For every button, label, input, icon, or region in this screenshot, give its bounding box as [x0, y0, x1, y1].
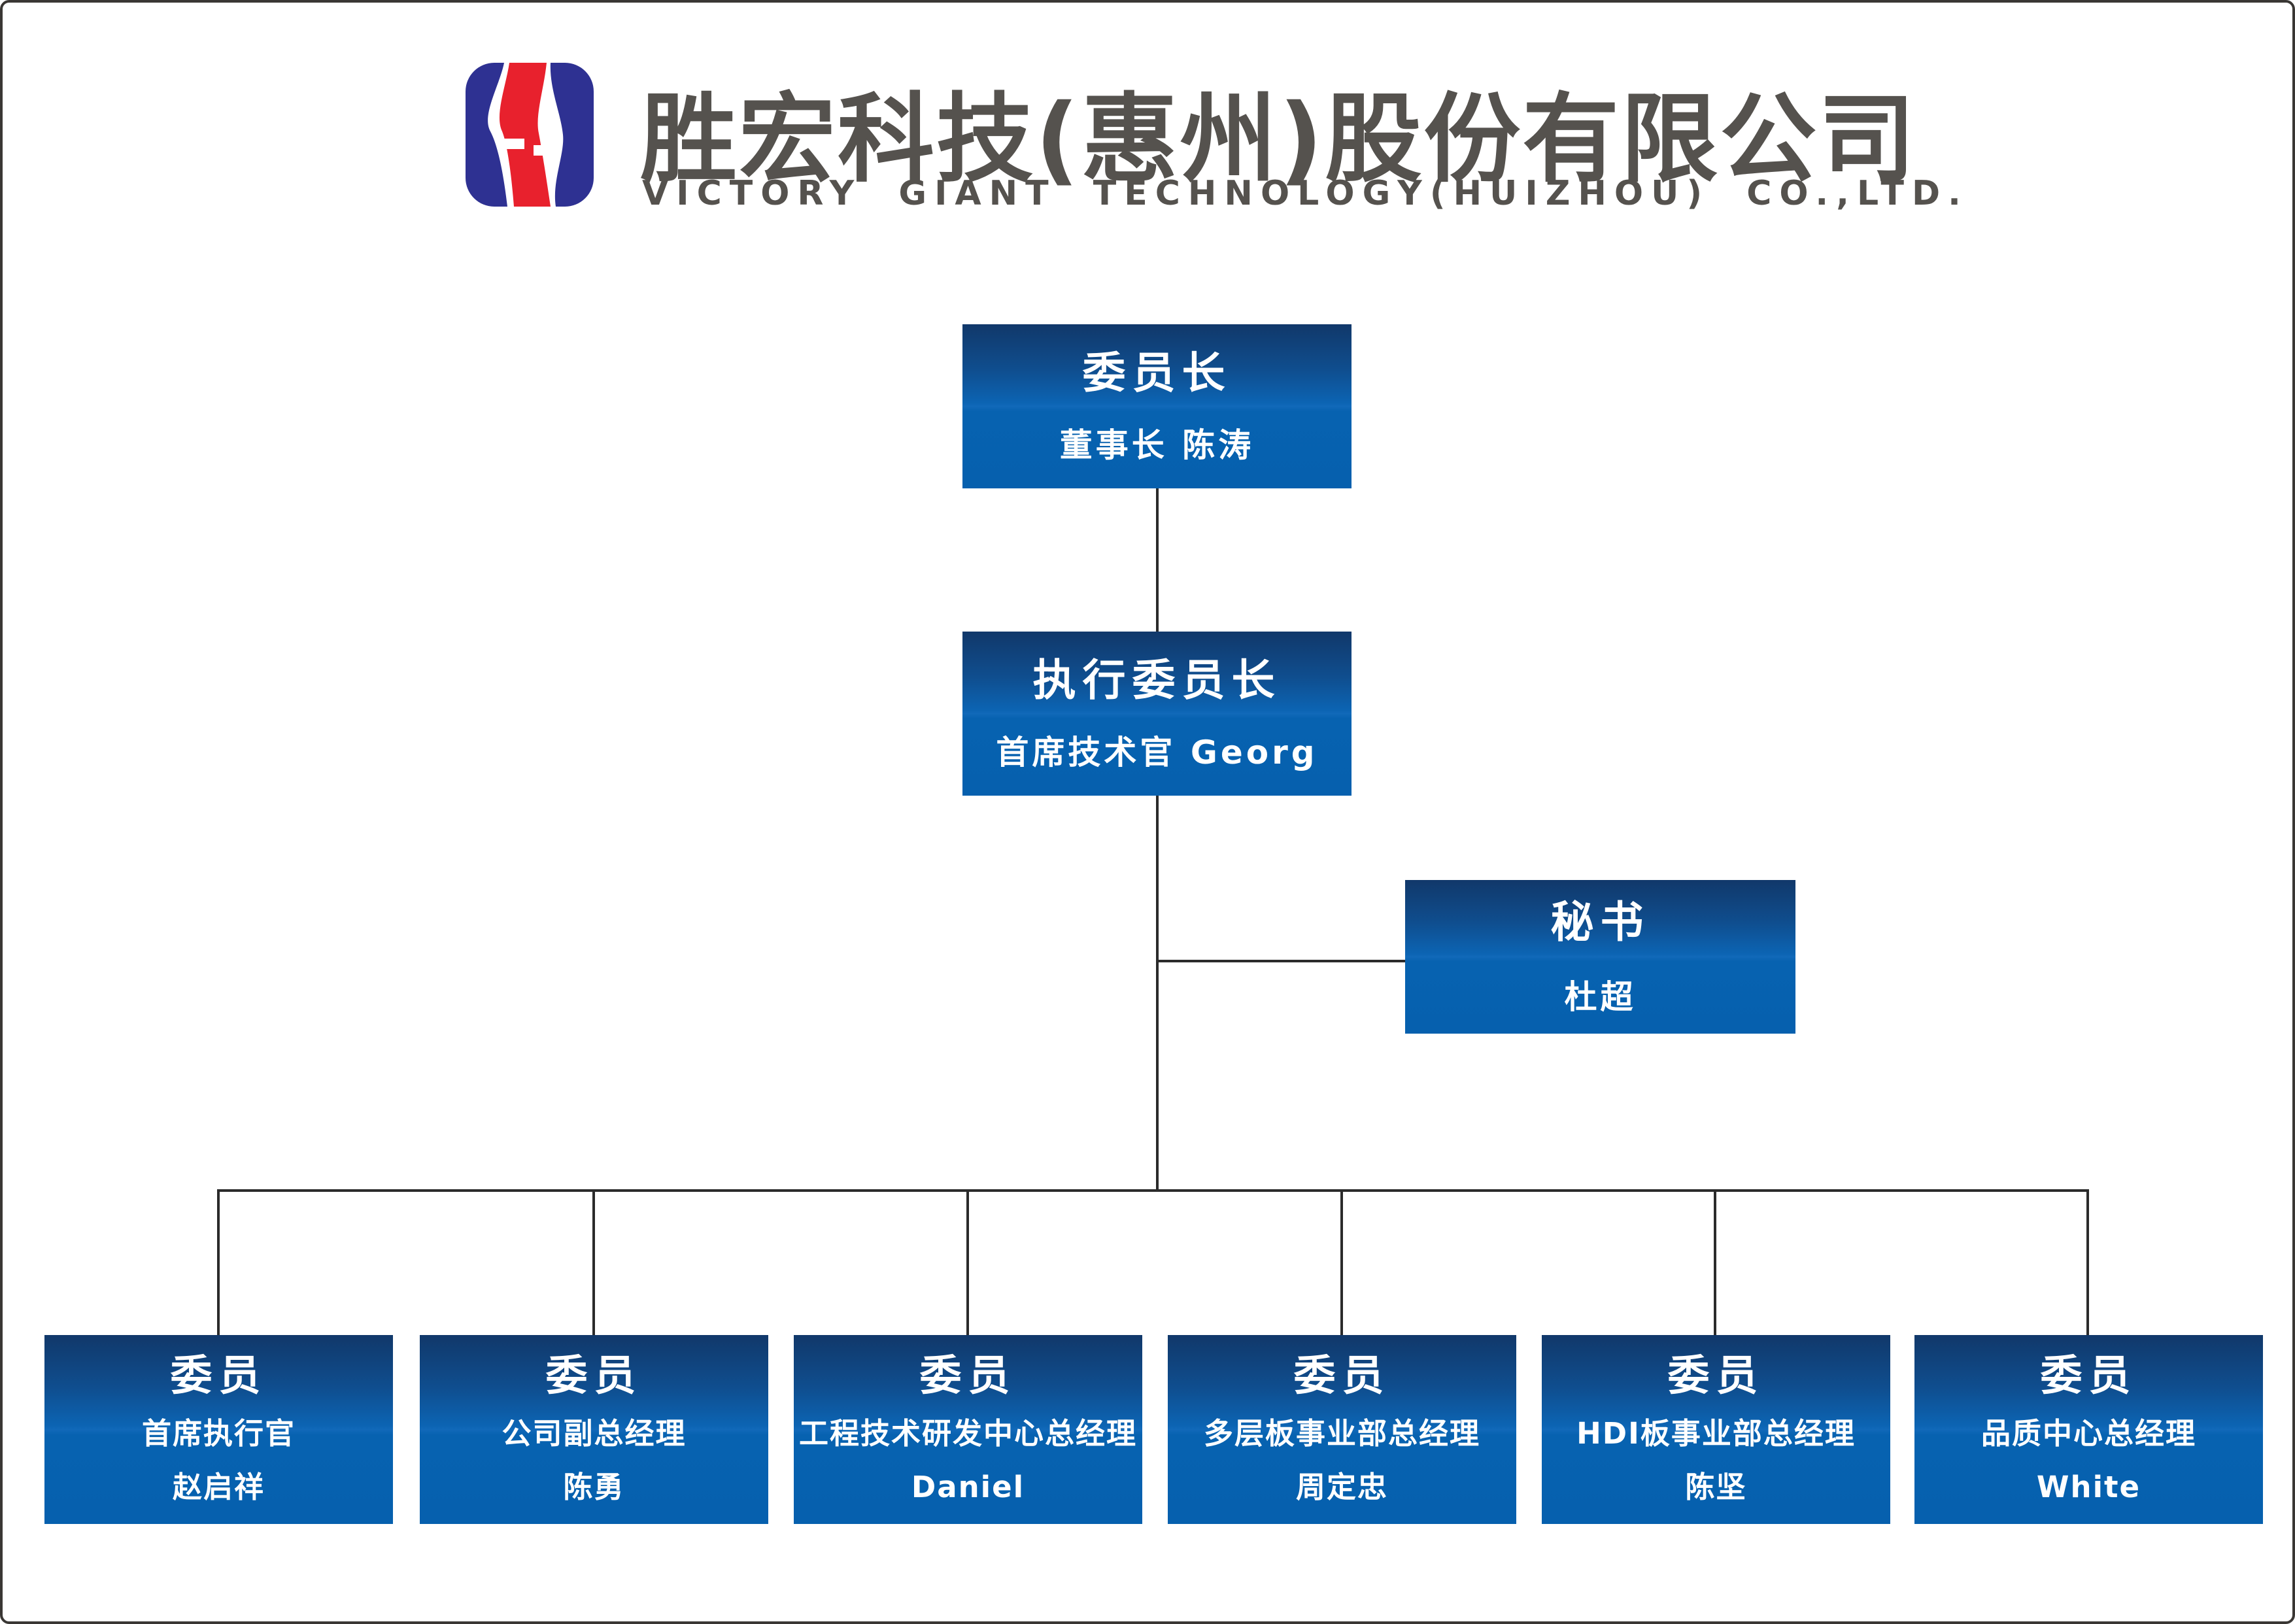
connector-drop-member-2	[592, 1191, 595, 1335]
connector-chairman-to-exec	[1156, 488, 1159, 632]
node-person-name: Daniel	[911, 1469, 1025, 1504]
connector-to-secretary	[1156, 960, 1405, 962]
node-title: 委员	[2040, 1351, 2137, 1400]
node-subtitle: 董事长 陈涛	[1059, 426, 1255, 464]
connector-drop-member-5	[1714, 1191, 1716, 1335]
node-subtitle: 品质中心总经理	[1980, 1415, 2196, 1451]
node-member-deputy-gm: 委员 公司副总经理 陈勇	[420, 1335, 768, 1524]
node-title: 委员	[545, 1351, 643, 1400]
node-title: 执行委员长	[1032, 654, 1282, 705]
node-member-hdi-gm: 委员 HDI板事业部总经理 陈坚	[1542, 1335, 1890, 1524]
connector-drop-member-3	[966, 1191, 969, 1335]
node-person-name: 赵启祥	[172, 1469, 265, 1504]
connector-drop-member-4	[1340, 1191, 1343, 1335]
node-member-rd-center-gm: 委员 工程技术研发中心总经理 Daniel	[794, 1335, 1142, 1524]
node-subtitle: 首席技术官 Georg	[996, 733, 1318, 771]
node-person-name: 陈坚	[1685, 1469, 1747, 1504]
node-member-ceo: 委员 首席执行官 赵启祥	[44, 1335, 393, 1524]
node-member-quality-gm: 委员 品质中心总经理 White	[1914, 1335, 2263, 1524]
node-title: 委员	[1667, 1351, 1765, 1400]
connector-exec-to-bar	[1156, 796, 1159, 1191]
node-subtitle: HDI板事业部总经理	[1576, 1415, 1856, 1451]
node-title: 委员长	[1082, 347, 1232, 398]
connector-drop-member-1	[217, 1191, 220, 1335]
connector-drop-member-6	[2086, 1191, 2089, 1335]
node-title: 委员	[919, 1351, 1017, 1400]
node-person-name: 周定忠	[1295, 1469, 1388, 1504]
node-person-name: 陈勇	[563, 1469, 625, 1504]
node-title: 秘书	[1550, 896, 1650, 947]
node-subtitle: 首席执行官	[141, 1415, 296, 1451]
node-title: 委员	[170, 1351, 267, 1400]
company-logo-icon	[466, 63, 594, 207]
node-member-multilayer-gm: 委员 多层板事业部总经理 周定忠	[1168, 1335, 1516, 1524]
node-subtitle: 公司副总经理	[502, 1415, 687, 1451]
connector-members-bar	[217, 1189, 2089, 1192]
company-name-english: VICTORY GIANT TECHNOLOGY(HUIZHOU) CO.,LT…	[642, 174, 1969, 213]
node-subtitle: 工程技术研发中心总经理	[798, 1415, 1137, 1451]
node-exec-chairman: 执行委员长 首席技术官 Georg	[962, 632, 1352, 796]
node-secretary: 秘书 杜超	[1405, 880, 1795, 1034]
node-person-name: White	[2036, 1469, 2141, 1504]
company-name-chinese: 胜宏科技(惠州)股份有限公司	[640, 83, 1918, 195]
node-title: 委员	[1293, 1351, 1391, 1400]
node-chairman: 委员长 董事长 陈涛	[962, 324, 1352, 488]
node-subtitle: 多层板事业部总经理	[1203, 1415, 1480, 1451]
node-subtitle: 杜超	[1564, 977, 1637, 1016]
